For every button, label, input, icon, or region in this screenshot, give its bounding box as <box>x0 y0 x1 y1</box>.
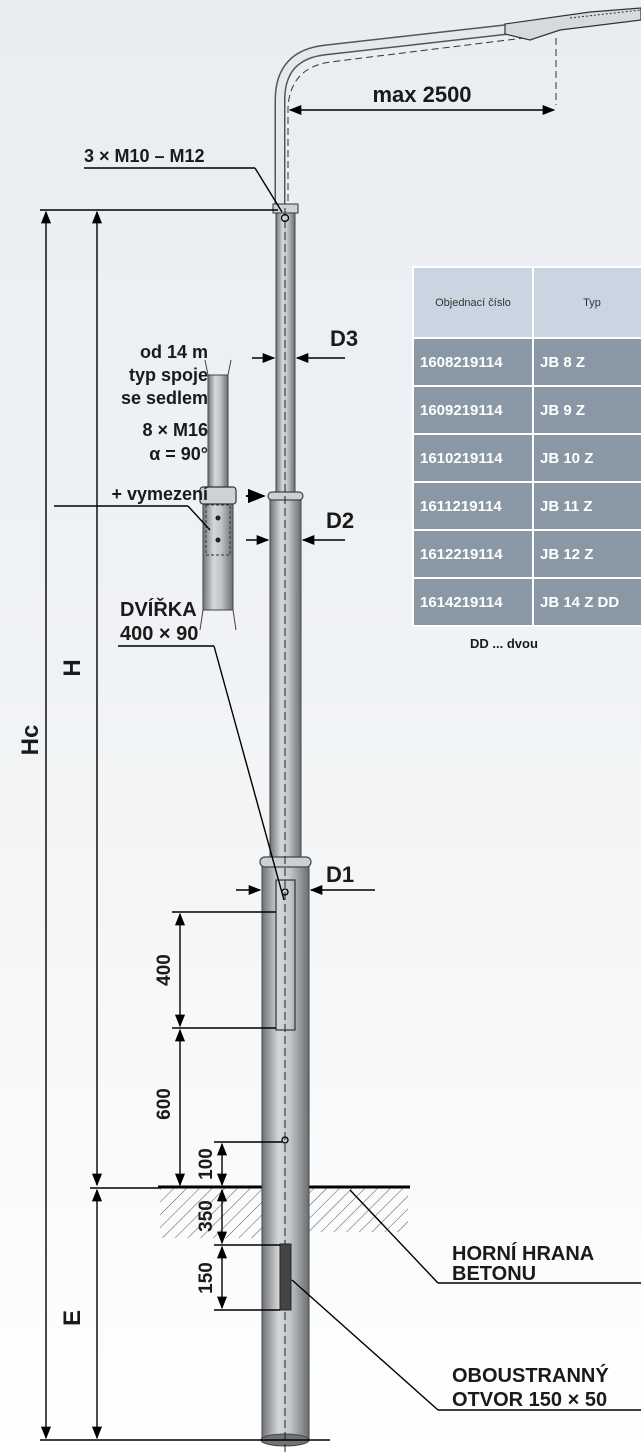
door-size-label: 400 × 90 <box>120 623 198 645</box>
header-order-number: Objednací číslo <box>414 268 532 337</box>
type-cell: JB 14 Z DD <box>534 579 641 625</box>
arm-reach-label: max 2500 <box>372 82 471 107</box>
joint-angle-label: α = 90° <box>149 444 208 464</box>
table-footnote: DD ... dvou <box>470 636 538 651</box>
joint-bolts-label: 8 × M16 <box>142 420 208 440</box>
door-title-label: DVÍŘKA <box>120 597 197 621</box>
hole-dim-label: 100 <box>196 1148 217 1180</box>
order-numbers-table: Objednací číslo Typ 1608219114 JB 8 Z 16… <box>412 266 641 627</box>
arm-bolts-pointer <box>254 167 283 213</box>
joint-spacer-label: + vymezení <box>111 484 209 504</box>
cable-opening <box>279 1243 292 1311</box>
table-row: 1612219114 JB 12 Z <box>414 531 641 577</box>
table-header-row: Objednací číslo Typ <box>414 268 641 337</box>
opening-label-line-2: OTVOR 150 × 50 <box>452 1389 607 1411</box>
type-cell: JB 8 Z <box>534 339 641 385</box>
grounding-hole <box>281 1136 289 1144</box>
type-cell: JB 12 Z <box>534 531 641 577</box>
order-number-cell: 1611219114 <box>414 483 532 529</box>
joint-note-line-1: od 14 m <box>140 342 208 362</box>
order-number-cell: 1614219114 <box>414 579 532 625</box>
type-cell: JB 9 Z <box>534 387 641 433</box>
order-number-cell: 1609219114 <box>414 387 532 433</box>
type-cell: JB 10 Z <box>534 435 641 481</box>
table-row: 1610219114 JB 10 Z <box>414 435 641 481</box>
opening-leader-pointer <box>291 1279 439 1411</box>
arm-bolt-hole <box>280 213 290 223</box>
table-row: 1608219114 JB 8 Z <box>414 339 641 385</box>
ground-hatch <box>158 1185 410 1238</box>
below-door-dim-label: 600 <box>154 1088 175 1120</box>
concrete-leader-pointer <box>349 1189 439 1284</box>
table-row: 1609219114 JB 9 Z <box>414 387 641 433</box>
opening-dim-label: 150 <box>196 1262 217 1294</box>
concrete-label-line-1: HORNÍ HRANA <box>452 1242 594 1265</box>
arm-bolts-label: 3 × M10 – M12 <box>84 146 205 166</box>
header-type: Typ <box>534 268 641 337</box>
lamp-arm <box>274 22 541 212</box>
opening-label-line-1: OBOUSTRANNÝ <box>452 1363 609 1387</box>
d3-label: D3 <box>330 326 358 351</box>
door-leader-pointer <box>213 645 285 901</box>
to-opening-dim-label: 350 <box>196 1200 217 1232</box>
order-number-cell: 1610219114 <box>414 435 532 481</box>
table-row: 1614219114 JB 14 Z DD <box>414 579 641 625</box>
h-label: H <box>59 659 86 676</box>
hc-label: Hc <box>17 725 44 756</box>
joint-detail <box>199 359 237 631</box>
door-opening <box>275 879 296 1031</box>
e-label: E <box>59 1310 86 1326</box>
joint-note-line-2: typ spoje <box>129 365 208 385</box>
table-row: 1611219114 JB 11 Z <box>414 483 641 529</box>
concrete-label-line-2: BETONU <box>452 1263 536 1285</box>
type-cell: JB 11 Z <box>534 483 641 529</box>
d1-label: D1 <box>326 862 354 887</box>
order-number-cell: 1608219114 <box>414 339 532 385</box>
joint-note-line-3: se sedlem <box>121 388 208 408</box>
joint-leader-pointer <box>187 505 211 531</box>
luminaire-head <box>504 7 641 41</box>
d2-label: D2 <box>326 508 354 533</box>
door-dim-label: 400 <box>154 954 175 986</box>
order-number-cell: 1612219114 <box>414 531 532 577</box>
